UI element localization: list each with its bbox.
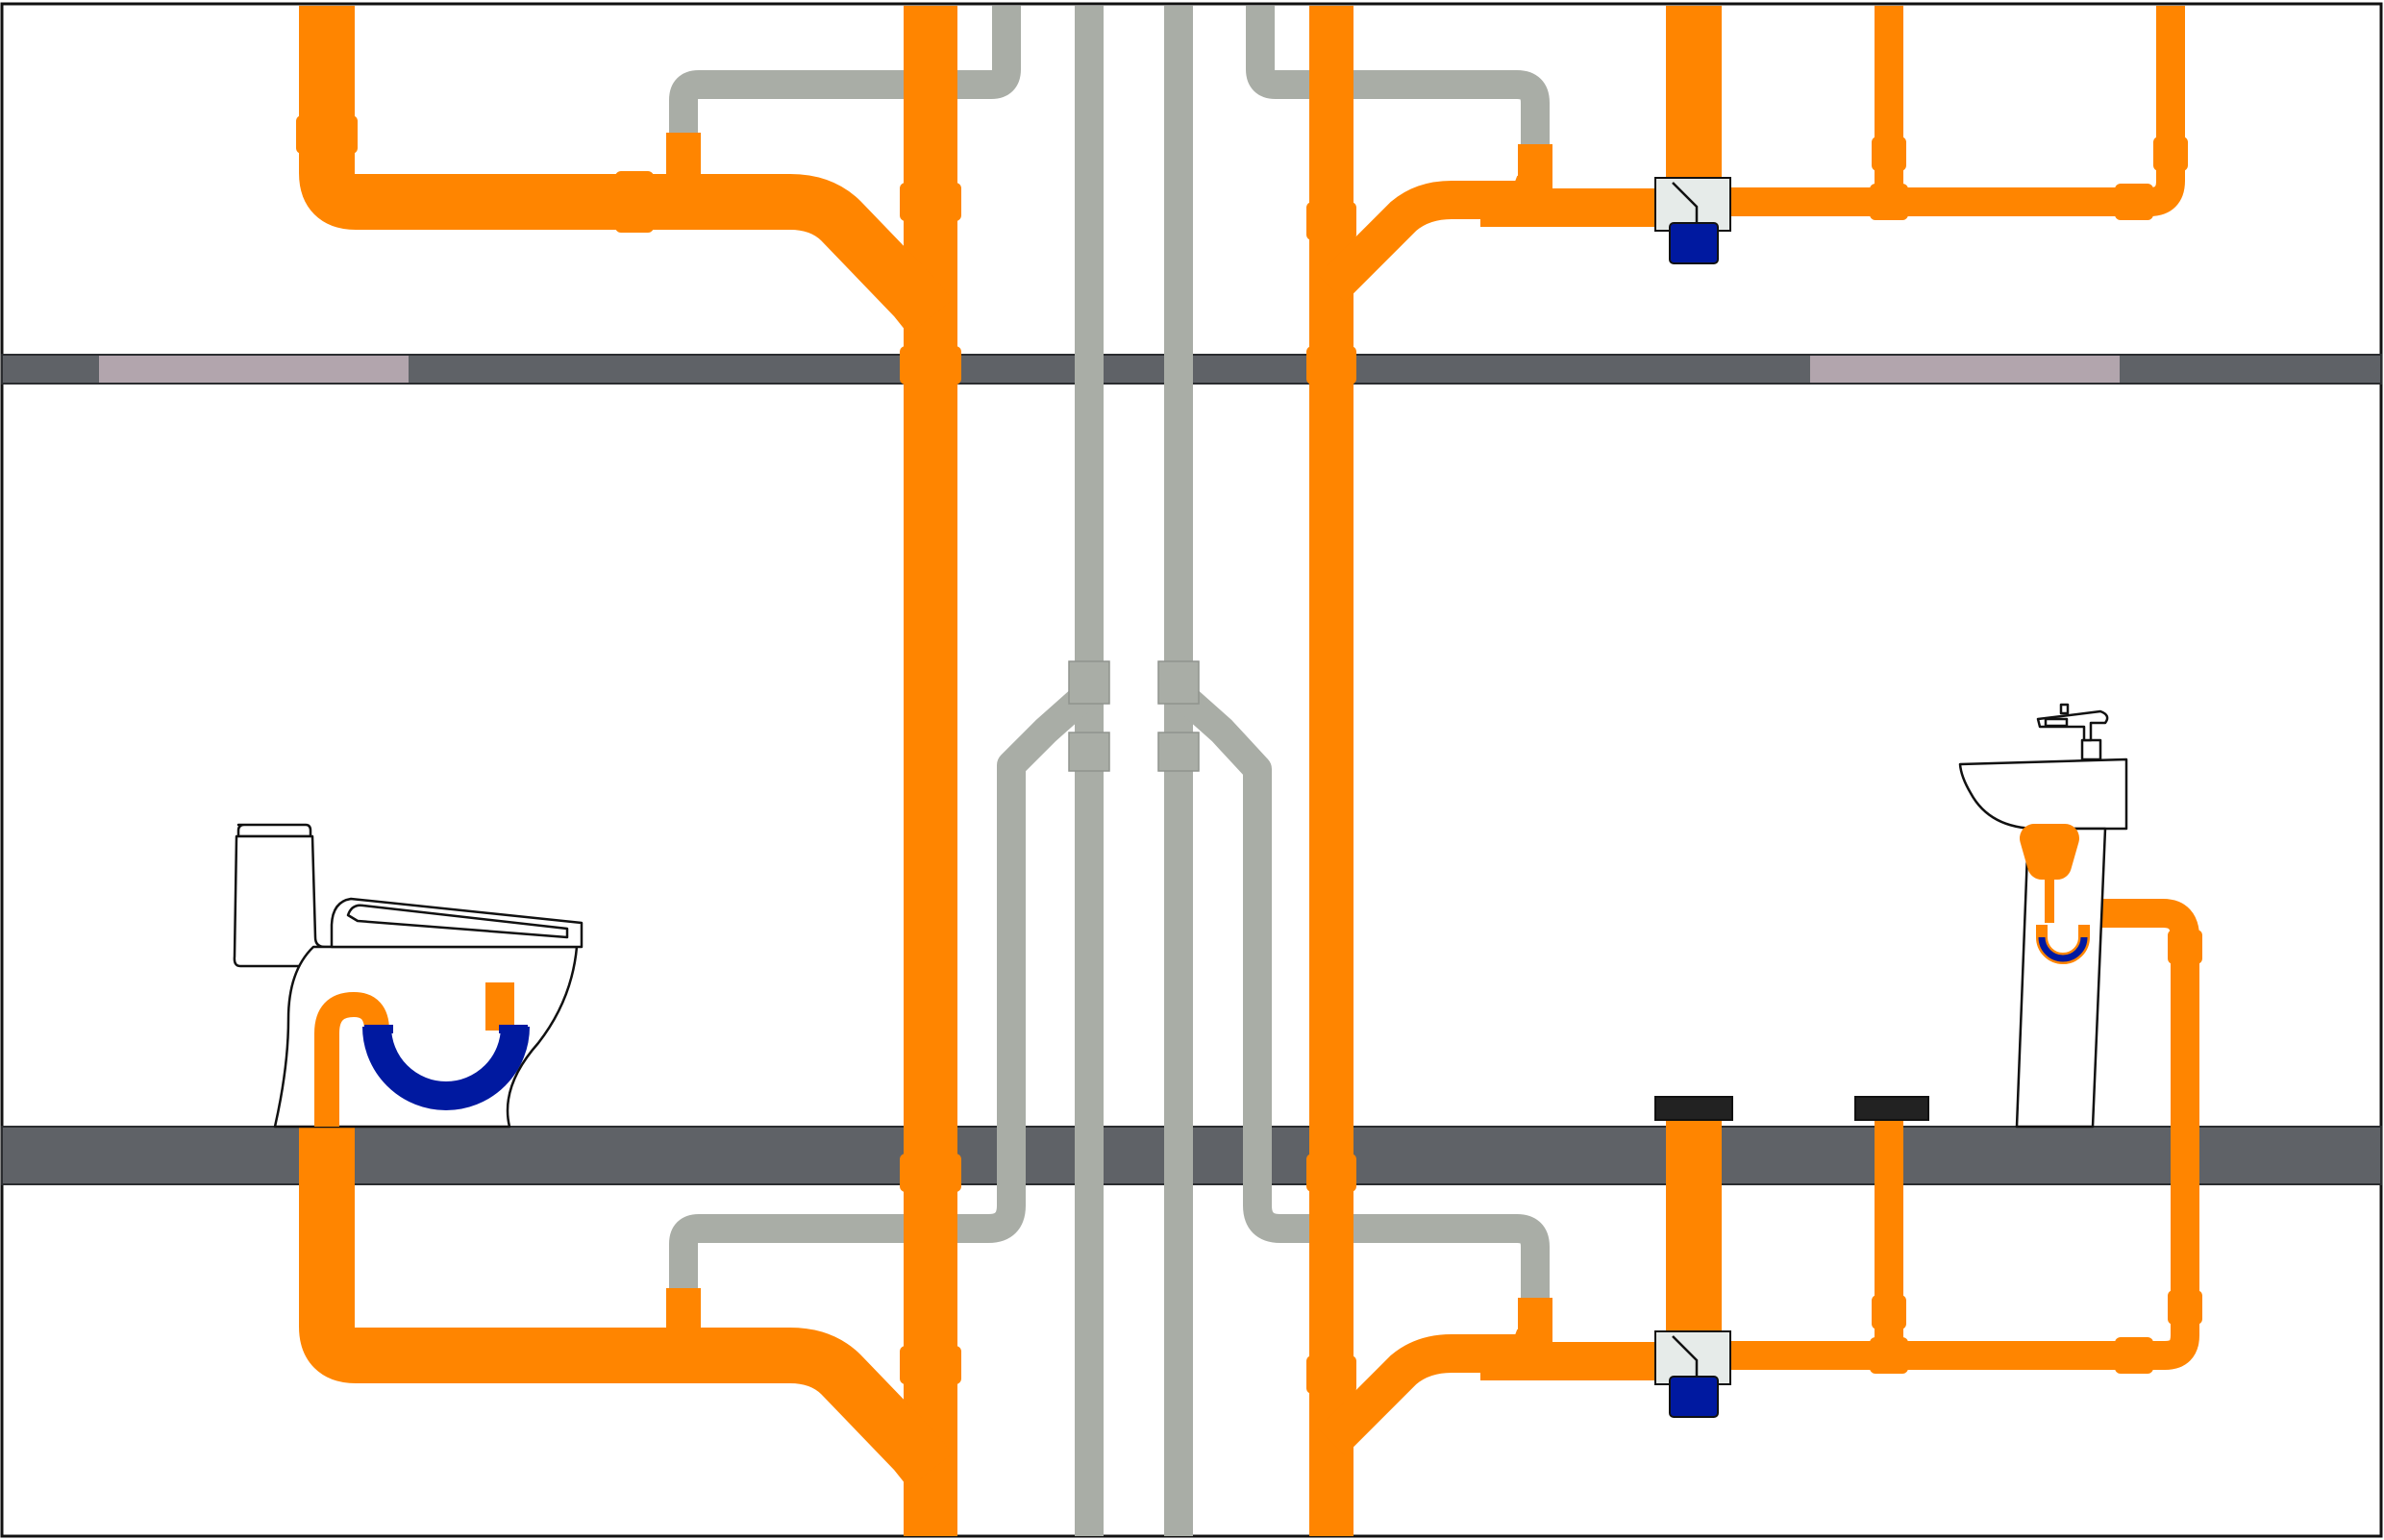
vent-branch-lower-left: [669, 681, 1099, 1293]
drain-coupling: [2168, 930, 2202, 964]
bottle-trap-upper: [1654, 177, 1731, 264]
toilet-trap-bend: [362, 1026, 530, 1110]
floor-drain-icon: [1854, 1096, 1929, 1121]
drain-coupling: [1872, 1295, 1906, 1329]
drain-coupling: [2115, 1337, 2153, 1374]
drain-coupling: [1872, 137, 1906, 171]
trap-baffle: [1672, 182, 1699, 223]
vent-coupling: [1068, 660, 1110, 705]
drain-coupling: [2168, 1290, 2202, 1325]
vent-coupling: [1068, 732, 1110, 772]
slab-opening-right: [1810, 356, 2120, 383]
drain-coupling: [900, 1154, 961, 1192]
drain-branch-upper-left: [299, 6, 953, 335]
drain-branch-lower-right: [1317, 1329, 1553, 1456]
floor-drain-small: [1854, 1096, 1929, 1121]
drain-coupling: [2153, 137, 2188, 171]
washbasin-icon: [1958, 703, 2128, 1129]
vent-coupling: [1157, 732, 1200, 772]
trap-baffle: [1672, 1335, 1699, 1377]
toilet-trap-outer-leg: [314, 992, 389, 1127]
floor-drain-icon: [1654, 1096, 1733, 1121]
drain-coupling: [1870, 1337, 1908, 1374]
drain-coupling: [615, 171, 654, 233]
drain-coupling: [1306, 1355, 1356, 1394]
vent-branch-lower-right: [1169, 681, 1550, 1300]
drain-branch-lower-far-right: [1730, 899, 2199, 1370]
toilet-trap-water: [364, 1025, 528, 1033]
drain-coupling: [1306, 202, 1356, 240]
vent-branch-upper-left: [669, 6, 1021, 135]
drain-branch-lower-left: [299, 1127, 953, 1489]
trap-water-seal: [1669, 222, 1719, 264]
washbasin-waste: [2020, 824, 2079, 880]
drain-couplings: [296, 115, 2202, 1394]
vent-pipe-system: [669, 6, 1550, 1536]
drain-coupling: [296, 115, 358, 154]
trap-water-seal: [1669, 1376, 1719, 1418]
bottle-trap-lower: [1654, 1330, 1731, 1418]
slab-opening-left: [99, 356, 409, 383]
drain-coupling: [900, 183, 961, 221]
washbasin-trap-water: [2038, 936, 2088, 962]
vent-coupling: [1157, 660, 1200, 705]
drain-coupling: [900, 1346, 961, 1384]
drain-coupling: [1306, 1154, 1356, 1192]
washbasin: [1958, 703, 2128, 1129]
floor-drain-large: [1654, 1096, 1733, 1121]
drain-branch-upper-right: [1317, 175, 1553, 303]
drain-coupling: [1306, 346, 1356, 385]
toilet: [233, 823, 584, 1129]
drain-coupling: [900, 346, 961, 385]
vent-branch-upper-right: [1246, 6, 1550, 146]
drain-coupling: [1870, 184, 1908, 220]
drain-coupling: [2115, 184, 2153, 220]
